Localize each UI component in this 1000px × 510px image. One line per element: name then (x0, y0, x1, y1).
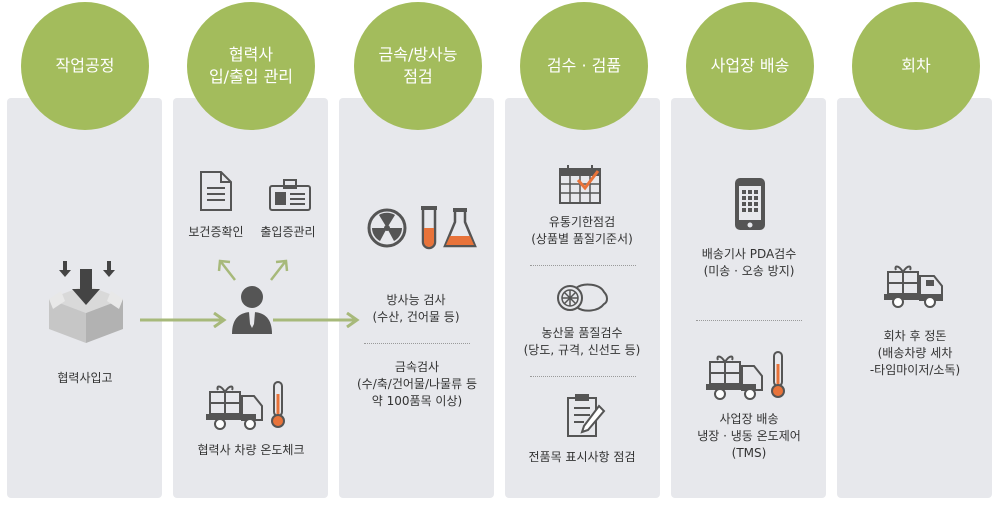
arrow-right-icon (140, 312, 227, 328)
divider (530, 376, 636, 377)
clipboard-pen-icon (567, 394, 606, 437)
label-radiation-test: 방사능 검사 (수산, 건어물 등) (372, 293, 460, 324)
label-delivery-temp: 사업장 배송 냉장 · 냉동 온도제어 (TMS) (697, 412, 801, 460)
flask-icon (443, 208, 477, 248)
diagonal-arrows-icon (217, 259, 289, 281)
label-metal-test: 금속검사 (수/축/건어물/나물류 등 약 100품목 이상) (357, 360, 477, 408)
radiation-icon (367, 208, 407, 248)
label-expiry-check: 유통기한점검 (상품별 품질기준서) (531, 215, 633, 246)
test-tube-icon (421, 206, 437, 250)
label-return-cleanup: 회차 후 정돈 (배송차량 세차 -타임마이저/소독) (869, 329, 961, 377)
lemon-icon (557, 283, 608, 312)
step-circle-inspection: 검수 · 검품 (520, 2, 648, 130)
label-label-check: 전품목 표시사항 점검 (528, 450, 636, 464)
label-partner-inbound: 협력사입고 (57, 371, 113, 385)
panel-metal-radiation (339, 98, 494, 498)
box-inbound-icon (49, 261, 123, 343)
label-pass-management: 출입증관리 (260, 225, 316, 239)
step-circle-partner-access: 협력사 입/출입 관리 (187, 2, 315, 130)
step-circle-work-process: 작업공정 (21, 2, 149, 130)
label-health-cert: 보건증확인 (188, 225, 244, 239)
truck-icon (884, 265, 943, 308)
person-icon (232, 286, 272, 334)
arrow-right-icon (273, 312, 360, 328)
step-circle-return: 회차 (852, 2, 980, 130)
id-card-icon (269, 179, 311, 211)
panel-delivery (671, 98, 826, 498)
label-produce-check: 농산물 품질검수 (당도, 규격, 신선도 등) (523, 326, 641, 357)
truck-thermometer-icon (206, 381, 285, 430)
divider (364, 343, 470, 344)
step-circle-delivery: 사업장 배송 (686, 2, 814, 130)
label-partner-truck-temp: 협력사 차량 온도체크 (197, 443, 305, 457)
step-circle-metal-radiation: 금속/방사능 점검 (354, 2, 482, 130)
calendar-check-icon (559, 165, 601, 204)
divider (696, 320, 802, 321)
document-icon (200, 171, 232, 211)
pda-phone-icon (735, 178, 765, 230)
divider (530, 265, 636, 266)
label-pda-check: 배송기사 PDA검수 (미송 · 오송 방지) (701, 247, 797, 278)
truck-thermometer-icon (706, 351, 785, 400)
